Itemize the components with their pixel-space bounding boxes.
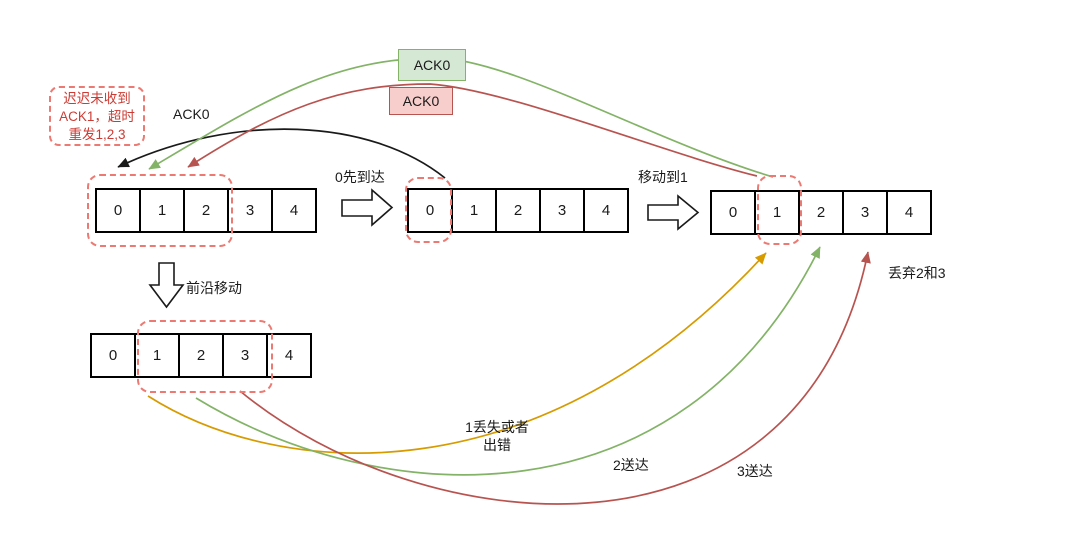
- seq-cell: 1: [451, 188, 497, 233]
- sender-row-after: 0 1 2 3 4: [90, 333, 312, 378]
- seq-cell: 1: [134, 333, 180, 378]
- timeout-note-line2: ACK1，超时: [59, 109, 135, 124]
- ack0-box-green: ACK0: [398, 49, 466, 81]
- frame2-delivered-label: 2送达: [613, 457, 649, 473]
- frame1-lost-label-line1: 1丢失或者: [465, 419, 529, 435]
- seq-cell: 0: [95, 188, 141, 233]
- seq-cell: 2: [183, 188, 229, 233]
- seq-cell: 2: [798, 190, 844, 235]
- seq-cell: 3: [222, 333, 268, 378]
- receiver-row: 0 1 2 3 4: [407, 188, 629, 233]
- seq-cell: 4: [271, 188, 317, 233]
- receiver-row-moved: 0 1 2 3 4: [710, 190, 932, 235]
- ack0-black-arrow: [117, 128, 446, 179]
- timeout-note-line3: 重发1,2,3: [68, 127, 126, 142]
- ack0-box-red-label: ACK0: [402, 93, 440, 109]
- timeout-note-line1: 迟迟未收到: [63, 91, 131, 106]
- frame1-lost-arrow: [147, 252, 767, 454]
- sender-row-before: 0 1 2 3 4: [95, 188, 317, 233]
- frame2-delivered-arrow: [195, 246, 821, 476]
- ack0-red-arrow: [187, 83, 758, 177]
- seq-cell: 2: [495, 188, 541, 233]
- discard-label: 丢弃2和3: [888, 265, 946, 281]
- seq-cell: 3: [842, 190, 888, 235]
- zero-arrives-label: 0先到达: [335, 169, 385, 185]
- ack0-label: ACK0: [173, 106, 210, 122]
- frame3-delivered-arrow: [239, 251, 871, 505]
- right-block-arrow-1: [341, 188, 394, 227]
- down-block-arrow: [148, 262, 185, 309]
- move-to-1-label: 移动到1: [638, 169, 688, 185]
- frame1-lost-label-line2: 出错: [483, 437, 511, 453]
- right-block-arrow-2: [647, 194, 700, 231]
- seq-cell: 1: [754, 190, 800, 235]
- seq-cell: 4: [266, 333, 312, 378]
- frame1-lost-label: 1丢失或者 出错: [451, 418, 543, 454]
- frame3-delivered-label: 3送达: [737, 463, 773, 479]
- seq-cell: 4: [583, 188, 629, 233]
- seq-cell: 0: [90, 333, 136, 378]
- seq-cell: 0: [407, 188, 453, 233]
- front-move-label: 前沿移动: [186, 280, 242, 296]
- ack0-box-red: ACK0: [389, 87, 453, 115]
- ack0-box-green-label: ACK0: [413, 57, 451, 73]
- seq-cell: 0: [710, 190, 756, 235]
- seq-cell: 3: [539, 188, 585, 233]
- seq-cell: 4: [886, 190, 932, 235]
- seq-cell: 3: [227, 188, 273, 233]
- seq-cell: 2: [178, 333, 224, 378]
- seq-cell: 1: [139, 188, 185, 233]
- timeout-note: 迟迟未收到 ACK1，超时 重发1,2,3: [49, 86, 145, 146]
